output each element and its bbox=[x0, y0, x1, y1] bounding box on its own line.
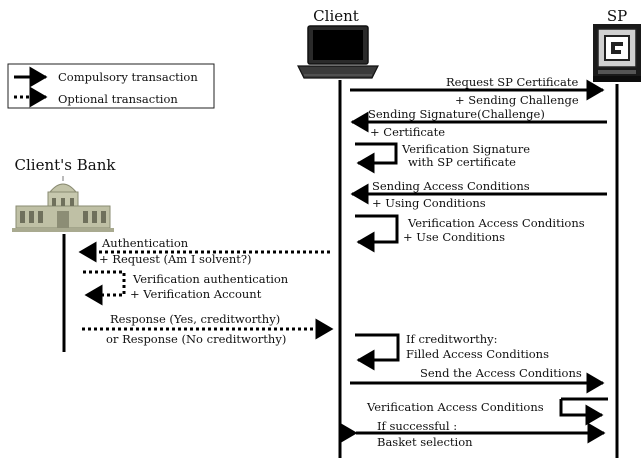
loop-sp-verification bbox=[559, 399, 604, 426]
legend: Compulsory transaction Optional transact… bbox=[7, 63, 215, 109]
msg-m11-line1: Verification Access Conditions bbox=[366, 400, 544, 414]
msg-m8-line2: or Response (No creditworthy) bbox=[106, 332, 286, 346]
legend-optional-label: Optional transaction bbox=[58, 92, 178, 106]
sp-title: SP bbox=[607, 7, 627, 25]
legend-compulsory-label: Compulsory transaction bbox=[58, 70, 198, 84]
msg-m5-line1: Verification Access Conditions bbox=[407, 216, 585, 230]
msg-m9-line2: Filled Access Conditions bbox=[406, 347, 549, 361]
server-icon bbox=[593, 24, 641, 82]
msg-m4-line2: + Using Conditions bbox=[372, 196, 486, 210]
loop-verification-signature bbox=[355, 142, 398, 174]
msg-m5-line2: + Use Conditions bbox=[403, 230, 505, 244]
loop-if-creditworthy bbox=[355, 333, 400, 371]
msg-m4-line1: Sending Access Conditions bbox=[372, 179, 530, 193]
msg-m8-line1: Response (Yes, creditworthy) bbox=[110, 312, 280, 326]
msg-m12-line1: If successful : bbox=[377, 419, 457, 433]
laptop-icon bbox=[297, 25, 379, 79]
msg-m3-line2: with SP certificate bbox=[408, 155, 516, 169]
client-title: Client bbox=[313, 7, 359, 25]
msg-m3-line1: Verification Signature bbox=[401, 142, 530, 156]
msg-m6-line1: Authentication bbox=[101, 236, 189, 250]
bank-building-icon bbox=[12, 176, 114, 232]
msg-m2-line2: + Certificate bbox=[370, 125, 445, 139]
loop-verification-authentication bbox=[83, 270, 126, 306]
msg-m7-line2: + Verification Account bbox=[130, 287, 262, 301]
msg-m2-line1: Sending Signature(Challenge) bbox=[368, 107, 545, 121]
msg-m6-line2: + Request (Am I solvent?) bbox=[99, 252, 252, 266]
bank-title: Client's Bank bbox=[15, 156, 117, 174]
msg-m1-line1: Request SP Certificate bbox=[446, 75, 578, 89]
msg-m9-line1: If creditworthy: bbox=[406, 332, 498, 346]
msg-m1-line2: + Sending Challenge bbox=[455, 93, 579, 107]
msg-m7-line1: Verification authentication bbox=[132, 272, 289, 286]
msg-m12-line2: Basket selection bbox=[377, 435, 473, 449]
msg-m10-line1: Send the Access Conditions bbox=[420, 366, 582, 380]
loop-verification-access-conditions bbox=[355, 214, 399, 253]
